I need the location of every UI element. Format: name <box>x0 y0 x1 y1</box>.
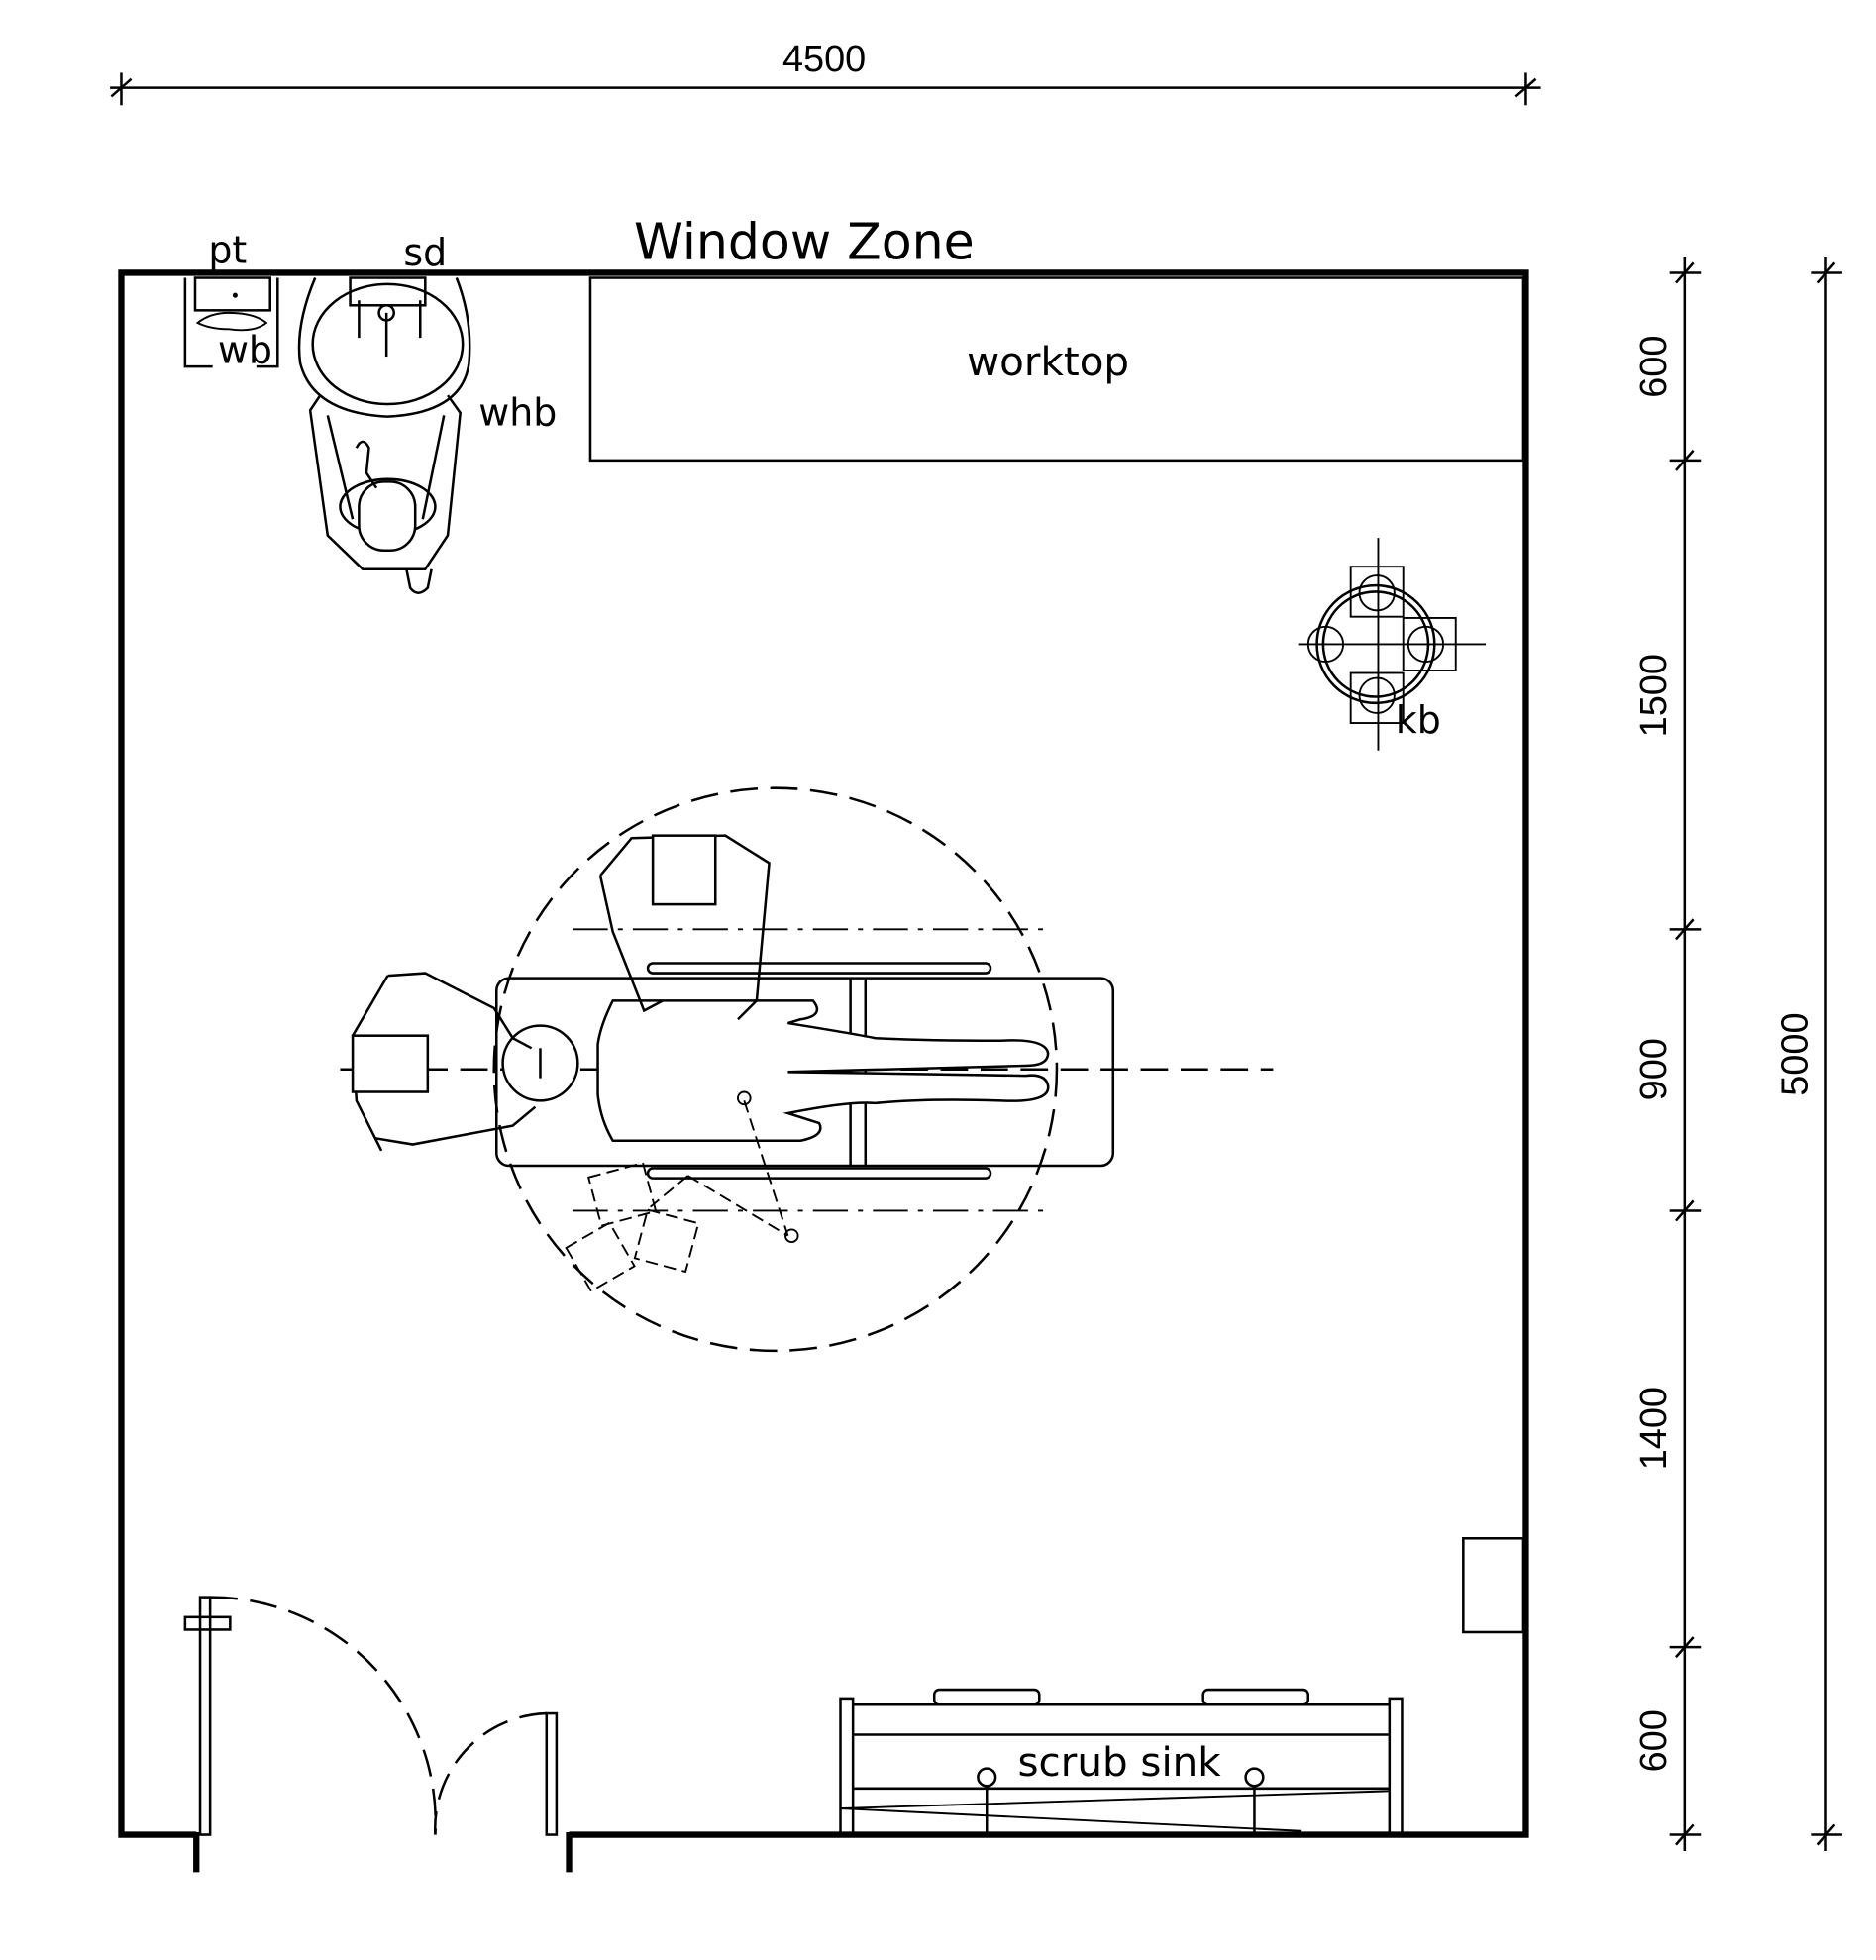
waste-bin-label: wb <box>218 328 272 371</box>
paper-towel-label: pt <box>208 228 247 271</box>
worktop-label: worktop <box>967 338 1129 385</box>
room-walls <box>118 269 1529 1873</box>
double-door[interactable] <box>183 1596 559 1836</box>
patient <box>501 999 1050 1143</box>
soap-dispenser-label: sd <box>403 231 447 274</box>
anaesthetist-at-head <box>351 972 537 1152</box>
scrub-sink-label: scrub sink <box>1017 1738 1221 1786</box>
height-total-dimension: 5000 <box>1775 257 1842 1851</box>
person-at-basin <box>308 394 462 594</box>
segment-label-4: 1400 <box>1633 1387 1675 1470</box>
kick-bucket: kb <box>1298 538 1487 751</box>
worktop: worktop <box>588 276 1525 463</box>
scrub-sink: scrub sink <box>839 1688 1404 1835</box>
segment-label-1: 600 <box>1633 336 1675 398</box>
wash-hand-basin: whb sd <box>297 231 557 435</box>
width-dimension: 4500 <box>110 39 1541 106</box>
kick-bucket-label: kb <box>1396 698 1441 742</box>
paper-towel-dispenser: pt wb <box>183 228 279 371</box>
height-total-label: 5000 <box>1775 1012 1817 1095</box>
window-zone-label: Window Zone <box>634 213 975 271</box>
segment-label-3: 900 <box>1633 1038 1675 1100</box>
whb-label: whb <box>478 391 557 435</box>
wall-fixture <box>1462 1537 1525 1634</box>
surgeon-at-side <box>598 834 771 1021</box>
segment-label-5: 600 <box>1633 1709 1675 1772</box>
segment-label-2: 1500 <box>1633 654 1675 737</box>
width-dimension-label: 4500 <box>782 39 866 80</box>
height-segment-dimension: 600 1500 900 1400 600 <box>1633 257 1702 1851</box>
